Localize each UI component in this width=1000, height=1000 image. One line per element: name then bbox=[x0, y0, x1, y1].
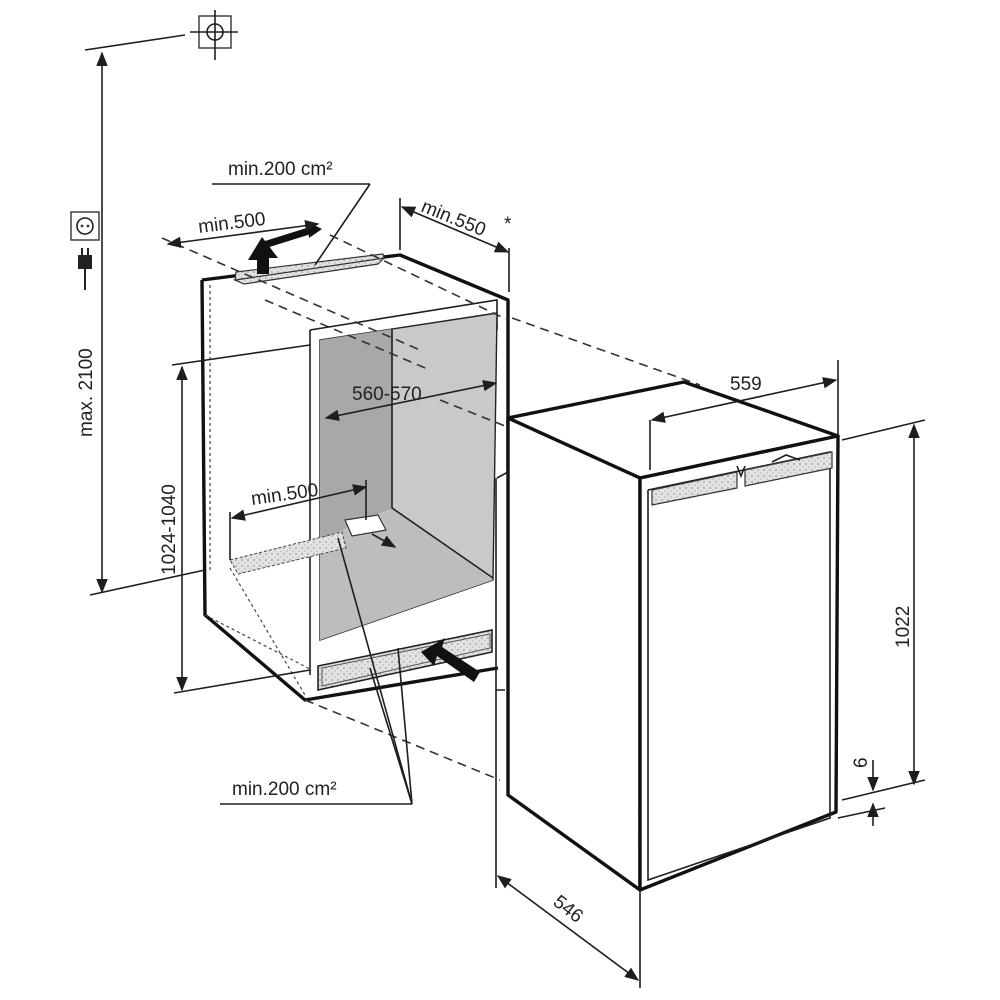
bottom-airflow-arrow bbox=[421, 638, 480, 682]
top-airflow-arrow bbox=[248, 237, 278, 274]
height-max-label: max. 2100 bbox=[76, 348, 97, 437]
bottom-vent-area-callout: min.200 cm² bbox=[220, 537, 413, 805]
top-vent-area-label: min.200 cm² bbox=[228, 159, 333, 180]
niche-cabinet bbox=[200, 222, 510, 702]
bottom-vent-width-label: min.500 bbox=[250, 480, 320, 510]
niche-height-dimension: 1024-1040 bbox=[159, 344, 311, 694]
bottom-vent-grille bbox=[317, 629, 493, 691]
power-plug-icon bbox=[78, 248, 92, 290]
niche-height-label: 1024-1040 bbox=[159, 484, 180, 575]
top-vent-width-dimension: min.500 bbox=[166, 209, 320, 248]
appliance-height-dimension: 1022 bbox=[841, 419, 926, 801]
appliance-top-vent bbox=[651, 471, 738, 506]
plinth-offset-dimension: 6 bbox=[837, 757, 886, 826]
niche-width-label: 560-570 bbox=[352, 384, 422, 405]
appliance-height-label: 1022 bbox=[893, 606, 914, 648]
power-socket-icon bbox=[70, 211, 100, 241]
top-vent-width-label: min.500 bbox=[197, 209, 267, 238]
niche-side-wall bbox=[320, 329, 392, 540]
rear-depth-label: min.550 bbox=[418, 196, 489, 241]
plinth-offset-label: 6 bbox=[851, 757, 872, 768]
height-max-dimension: max. 2100 bbox=[76, 34, 206, 596]
top-vent-area-callout: min.200 cm² bbox=[212, 159, 371, 266]
water-connection-icon bbox=[190, 10, 238, 60]
appliance-depth-label: 546 bbox=[549, 891, 587, 927]
appliance-width-dimension: 559 bbox=[649, 360, 839, 470]
rear-depth-note: * bbox=[504, 214, 512, 235]
appliance-width-label: 559 bbox=[730, 374, 762, 395]
bottom-vent-area-label: min.200 cm² bbox=[232, 779, 337, 800]
appliance bbox=[495, 380, 840, 892]
niche-width-dimension: 560-570 bbox=[324, 379, 498, 422]
